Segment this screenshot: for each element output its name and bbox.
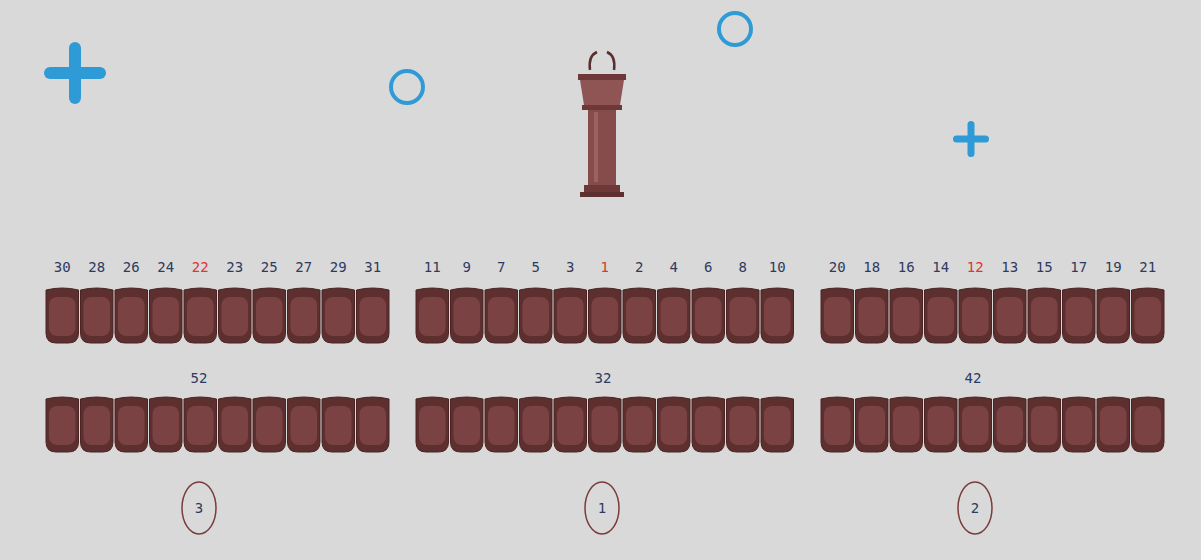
podium [578,52,626,197]
seat-number: 13 [1001,259,1018,275]
section-number: 2 [971,500,979,516]
seat-number: 10 [769,259,786,275]
row-number: 52 [191,370,208,386]
seat-number: 17 [1070,259,1087,275]
section-marker: 2 [957,481,993,535]
seat-number: 12 [967,259,984,275]
seat-number: 3 [566,259,574,275]
section-number: 3 [195,500,203,516]
chair-rows [46,288,1164,452]
seat-number: 29 [330,259,347,275]
seat-number: 26 [123,259,140,275]
seat-number: 24 [157,259,174,275]
seat-number: 1 [601,259,609,275]
seat-number: 16 [898,259,915,275]
plus-symbol [953,121,989,157]
seat-number: 2 [635,259,643,275]
seat-number: 19 [1105,259,1122,275]
seat-number: 31 [364,259,381,275]
seat-number: 30 [54,259,71,275]
row-number: 42 [965,370,982,386]
plus-symbol [44,42,106,104]
circle-symbol [719,13,751,45]
section-marker: 3 [181,481,217,535]
seat-number: 27 [295,259,312,275]
seat-number: 11 [424,259,441,275]
seat-number: 6 [704,259,712,275]
seat-number: 15 [1036,259,1053,275]
seat-number: 4 [670,259,678,275]
seat-number: 9 [463,259,471,275]
seat-number: 28 [88,259,105,275]
seat-number: 23 [226,259,243,275]
seat-number: 22 [192,259,209,275]
seat-number: 5 [532,259,540,275]
seat-number: 20 [829,259,846,275]
seat-number: 25 [261,259,278,275]
section-marker: 1 [584,481,620,535]
seat-number: 8 [739,259,747,275]
seat-number: 18 [863,259,880,275]
seat-number: 7 [497,259,505,275]
section-number: 1 [598,500,606,516]
circle-symbol [391,71,423,103]
seat-number: 14 [932,259,949,275]
seat-number: 21 [1139,259,1156,275]
row-number: 32 [595,370,612,386]
